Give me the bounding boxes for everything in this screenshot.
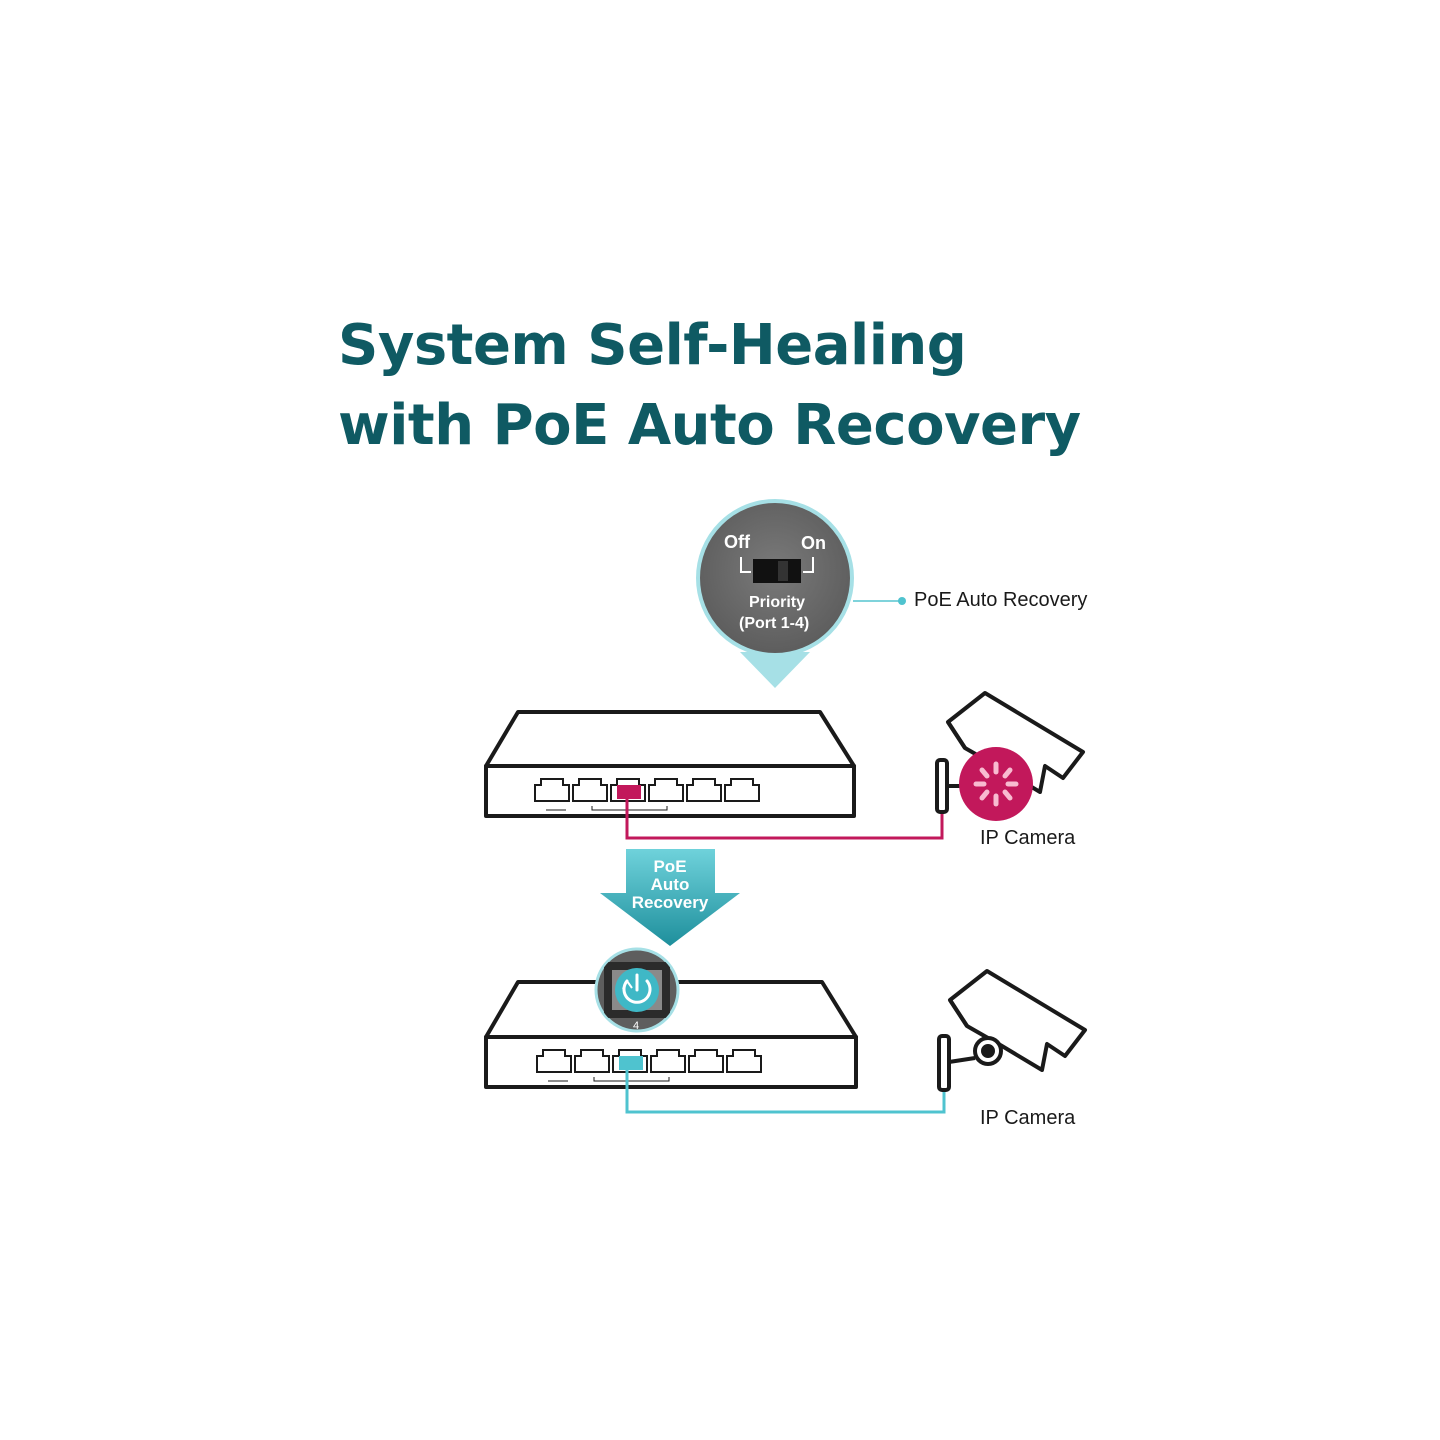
port-badge [594, 947, 680, 1033]
port-top-4 [648, 778, 684, 802]
off-bracket [740, 557, 751, 573]
camera-bottom-label: IP Camera [980, 1107, 1076, 1129]
switch-off-label: Off [724, 532, 750, 552]
recovery-arrow-shape [600, 849, 740, 946]
camera-bottom-arm [948, 1056, 976, 1064]
recovery-arrow-line-2: Auto [650, 875, 690, 894]
camera-top-body-edge [946, 720, 967, 750]
power-restart-icon [615, 968, 659, 1012]
recovery-arrow [600, 849, 740, 946]
switch-top-port-group-mark [591, 806, 668, 811]
camera-bottom-wall-mount [937, 1034, 951, 1092]
port-badge-number: 4 [633, 1020, 640, 1032]
recovery-arrow-text: PoE Auto Recovery [610, 858, 730, 912]
port-bottom-6 [726, 1049, 762, 1073]
port-bottom-5 [688, 1049, 724, 1073]
camera-top-wall-mount [935, 758, 949, 814]
faulted-cable [625, 799, 944, 840]
ip-camera-bottom [937, 969, 1087, 1092]
camera-top-label: IP Camera [980, 827, 1076, 849]
camera-bottom-body [948, 969, 1087, 1072]
on-bracket [803, 557, 814, 573]
port-top-5 [686, 778, 722, 802]
dip-switch-body [753, 559, 801, 583]
recovered-port-highlight [619, 1056, 643, 1070]
faulted-port-highlight [617, 785, 641, 799]
priority-port-range-label: (Port 1-4) [739, 615, 810, 632]
port-bottom-1 [536, 1049, 572, 1073]
dip-switch-callout [696, 499, 854, 688]
recovery-arrow-line-1: PoE [653, 857, 687, 876]
title-line-1: System Self-Healing [338, 313, 967, 378]
switch-bottom-port-group-mark [593, 1077, 670, 1082]
port-top-6 [724, 778, 760, 802]
switch-bottom [484, 980, 858, 1089]
poe-auto-recovery-label: PoE Auto Recovery [914, 589, 1088, 611]
priority-label: Priority [749, 594, 806, 611]
callout-pointer [740, 652, 810, 688]
switch-on-label: On [801, 533, 826, 553]
dip-switch-knob [778, 561, 788, 581]
camera-bottom-body-edge [948, 998, 969, 1028]
recovery-arrow-line-3: Recovery [631, 893, 709, 912]
port-top-1 [534, 778, 570, 802]
port-bottom-2 [574, 1049, 610, 1073]
title-line-2: with PoE Auto Recovery [338, 393, 1081, 458]
camera-bottom-joint-center [981, 1044, 995, 1058]
page-title: System Self-Healing with PoE Auto Recove… [338, 306, 1081, 466]
port-top-2 [572, 778, 608, 802]
switch-top-lid [484, 710, 856, 768]
recovered-cable [625, 1070, 946, 1114]
callout-leader-dot [898, 597, 906, 605]
loading-spinner-icon [959, 747, 1033, 821]
switch-top [484, 710, 856, 818]
port-bottom-4 [650, 1049, 686, 1073]
